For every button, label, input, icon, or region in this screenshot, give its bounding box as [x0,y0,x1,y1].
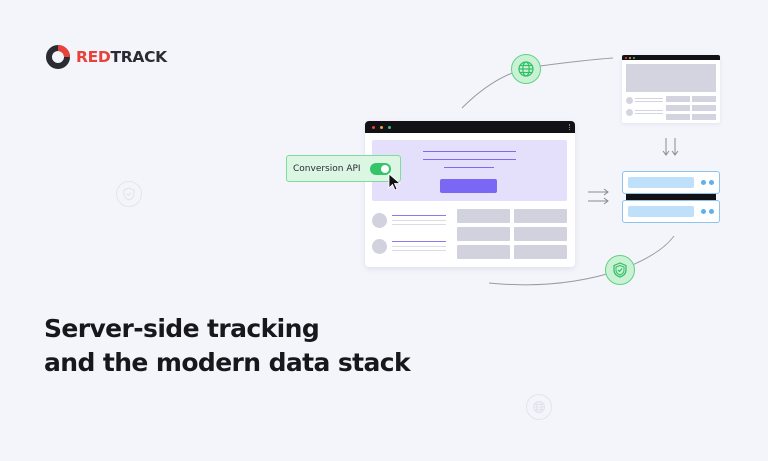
down-arrows-icon [662,138,679,156]
globe-icon [511,54,541,84]
redtrack-logo-icon [46,45,70,69]
avatar [372,213,387,228]
redtrack-logo: REDTRACK [45,44,167,70]
page-headline: Server-side tracking and the modern data… [44,312,411,380]
headline-line-1: Server-side tracking [44,314,320,343]
kebab-menu-icon [569,124,570,130]
conversion-api-toggle[interactable] [370,163,391,175]
toggle-knob [381,165,389,173]
server-unit [622,171,720,194]
shield-check-icon [605,255,635,285]
cursor-icon [388,173,402,191]
hero-banner [372,140,567,201]
hero-cta-button [440,179,497,193]
close-dot [372,125,375,129]
minimize-dot [380,125,383,129]
conversion-api-label: Conversion API [293,163,361,174]
logo-text-dark: TRACK [110,48,168,66]
faint-globe-icon [526,394,552,420]
server-rack-divider [626,194,716,200]
mini-browser-window [622,55,720,123]
browser-titlebar [365,121,575,133]
server-unit [622,200,720,223]
logo-text-red: RED [76,48,111,66]
right-arrows-icon [588,188,609,205]
avatar [372,239,387,254]
browser-window [365,121,575,267]
maximize-dot [388,125,391,129]
headline-line-2: and the modern data stack [44,348,411,377]
conversion-api-toggle-card[interactable]: Conversion API [286,155,401,182]
faint-shield-icon [116,181,142,207]
